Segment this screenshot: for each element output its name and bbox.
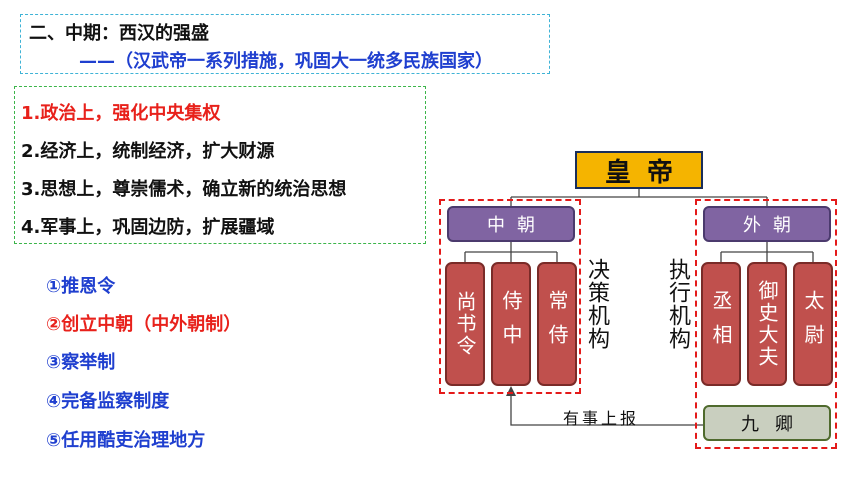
outer-court-group	[695, 199, 837, 449]
measure-economic: 2.经济上，统制经济，扩大财源	[21, 141, 275, 162]
office-box: 太尉	[793, 262, 833, 386]
report-arrow	[510, 392, 703, 426]
decision-body-label: 决策机构	[584, 258, 609, 350]
office-box: 御史大夫	[747, 262, 787, 386]
emperor-box: 皇帝	[575, 151, 703, 189]
political-item: ⑤任用酷吏治理地方	[46, 430, 206, 451]
political-item: ③察举制	[46, 352, 116, 373]
heading-title: 二、中期：西汉的强盛	[29, 23, 209, 44]
office-box: 侍中	[491, 262, 531, 386]
political-item: ①推恩令	[46, 276, 116, 297]
office-box: 尚书令	[445, 262, 485, 386]
measure-political: 1.政治上，强化中央集权	[21, 103, 221, 124]
inner-court-box: 中朝	[447, 206, 575, 242]
inner-court-group	[439, 199, 581, 394]
office-box: 丞相	[701, 262, 741, 386]
measure-military: 4.军事上，巩固边防，扩展疆域	[21, 217, 275, 238]
measures-list: 1.政治上，强化中央集权 2.经济上，统制经济，扩大财源 3.思想上，尊崇儒术，…	[14, 86, 426, 244]
nine-ministers-box: 九卿	[703, 405, 831, 441]
political-item: ②创立中朝（中外朝制）	[46, 314, 242, 335]
heading-subtitle: ——（汉武帝一系列措施，巩固大一统多民族国家）	[79, 51, 493, 72]
report-label: 有事上报	[563, 409, 640, 428]
outer-court-box: 外朝	[703, 206, 831, 242]
executive-body-label: 执行机构	[665, 258, 690, 350]
office-box: 常侍	[537, 262, 577, 386]
measure-ideological: 3.思想上，尊崇儒术，确立新的统治思想	[21, 179, 347, 200]
heading-box: 二、中期：西汉的强盛 ——（汉武帝一系列措施，巩固大一统多民族国家）	[20, 14, 550, 74]
political-item: ④完备监察制度	[46, 391, 170, 412]
